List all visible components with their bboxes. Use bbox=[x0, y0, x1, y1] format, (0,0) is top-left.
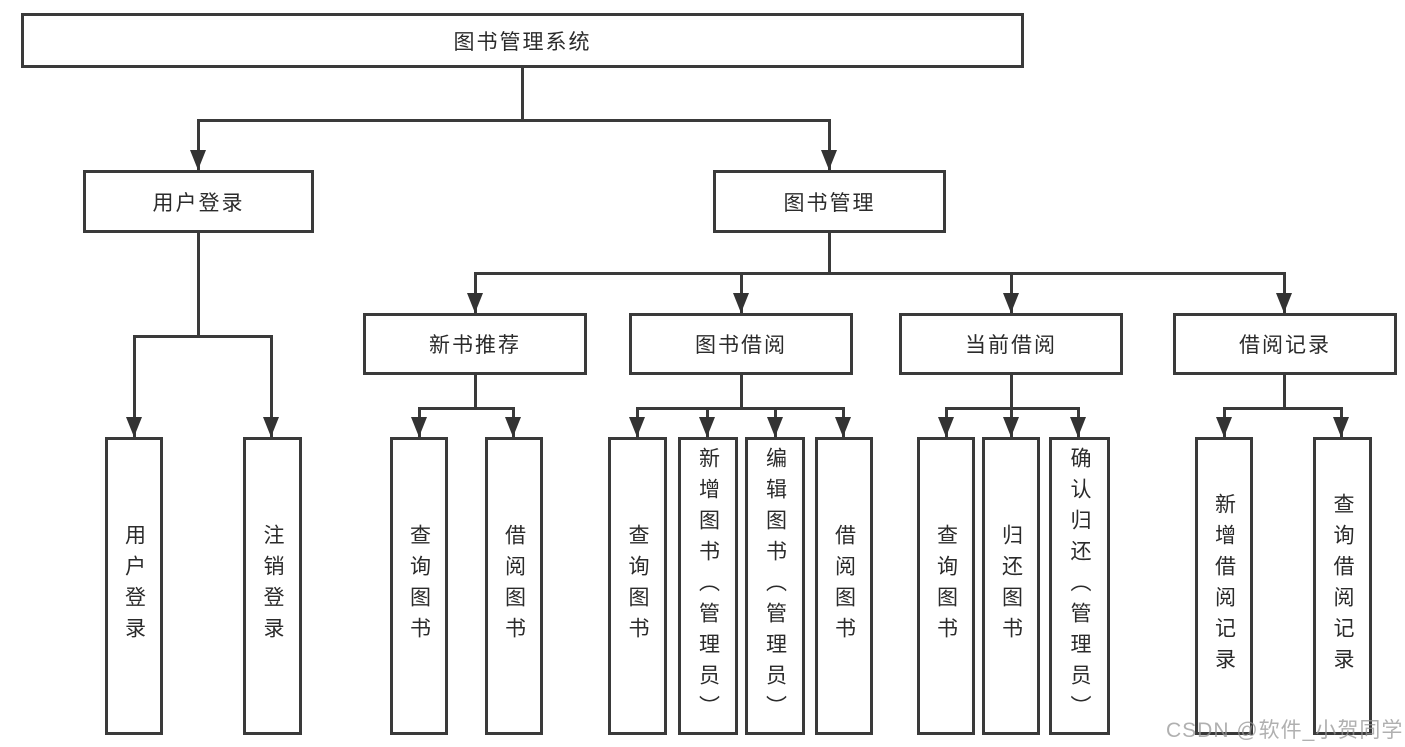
leaf-label: 新增图书（管理员） bbox=[696, 446, 720, 726]
leaf-current-return-books: 归还图书 bbox=[982, 437, 1040, 735]
connector-line bbox=[474, 272, 477, 313]
leaf-label: 确认归还（管理员） bbox=[1068, 446, 1091, 726]
arrowhead-down-icon bbox=[699, 417, 715, 437]
connector-line bbox=[270, 335, 273, 437]
arrowhead-down-icon bbox=[821, 150, 837, 170]
connector-line bbox=[636, 407, 844, 410]
leaf-current-confirm-return-admin: 确认归还（管理员） bbox=[1049, 437, 1110, 735]
leaf-records-query-record: 查询借阅记录 bbox=[1313, 437, 1372, 735]
csdn-watermark: CSDN @软件_小贺同学 bbox=[1166, 719, 1404, 742]
leaf-label: 查询图书 bbox=[626, 524, 649, 648]
connector-line bbox=[1010, 375, 1013, 407]
node-book-management: 图书管理 bbox=[713, 170, 946, 233]
leaf-borrowing-borrow-books: 借阅图书 bbox=[815, 437, 873, 735]
node-user-login: 用户登录 bbox=[83, 170, 314, 233]
arrowhead-down-icon bbox=[629, 417, 645, 437]
arrowhead-down-icon bbox=[411, 417, 427, 437]
connector-line bbox=[740, 272, 743, 313]
leaf-newbooks-query-books: 查询图书 bbox=[390, 437, 448, 735]
node-book-borrowing: 图书借阅 bbox=[629, 313, 853, 375]
connector-line bbox=[474, 375, 477, 407]
leaf-label: 注销登录 bbox=[261, 524, 284, 648]
connector-line bbox=[133, 335, 273, 338]
leaf-label: 借阅图书 bbox=[502, 524, 526, 648]
arrowhead-down-icon bbox=[505, 417, 521, 437]
connector-line bbox=[197, 119, 200, 170]
leaf-logout: 注销登录 bbox=[243, 437, 302, 735]
node-borrowing-records: 借阅记录 bbox=[1173, 313, 1397, 375]
connector-line bbox=[197, 233, 200, 335]
arrowhead-down-icon bbox=[767, 417, 783, 437]
arrowhead-down-icon bbox=[1003, 293, 1019, 313]
arrowhead-down-icon bbox=[1003, 417, 1019, 437]
leaf-user-login: 用户登录 bbox=[105, 437, 163, 735]
leaf-label: 编辑图书（管理员） bbox=[763, 446, 787, 726]
leaf-borrowing-edit-books-admin: 编辑图书（管理员） bbox=[745, 437, 805, 735]
arrowhead-down-icon bbox=[263, 417, 279, 437]
leaf-borrowing-add-books-admin: 新增图书（管理员） bbox=[678, 437, 738, 735]
leaf-label: 查询借阅记录 bbox=[1331, 493, 1354, 679]
node-new-book-recommend: 新书推荐 bbox=[363, 313, 587, 375]
node-current-borrowing: 当前借阅 bbox=[899, 313, 1123, 375]
leaf-newbooks-borrow-books: 借阅图书 bbox=[485, 437, 543, 735]
connector-line bbox=[133, 335, 136, 437]
connector-line bbox=[521, 68, 524, 119]
leaf-borrowing-query-books: 查询图书 bbox=[608, 437, 667, 735]
arrowhead-down-icon bbox=[835, 417, 851, 437]
leaf-records-add-record: 新增借阅记录 bbox=[1195, 437, 1253, 735]
connector-line bbox=[828, 119, 831, 170]
arrowhead-down-icon bbox=[1216, 417, 1232, 437]
leaf-label: 查询图书 bbox=[407, 524, 431, 648]
arrowhead-down-icon bbox=[1070, 417, 1086, 437]
arrowhead-down-icon bbox=[126, 417, 142, 437]
leaf-label: 借阅图书 bbox=[832, 524, 856, 648]
connector-line bbox=[1283, 272, 1286, 313]
connector-line bbox=[1010, 272, 1013, 313]
connector-line bbox=[828, 233, 831, 272]
leaf-current-query-books: 查询图书 bbox=[917, 437, 975, 735]
leaf-label: 归还图书 bbox=[999, 524, 1023, 648]
leaf-label: 用户登录 bbox=[122, 524, 146, 648]
arrowhead-down-icon bbox=[190, 150, 206, 170]
connector-line bbox=[1223, 407, 1342, 410]
leaf-label: 新增借阅记录 bbox=[1212, 493, 1236, 679]
arrowhead-down-icon bbox=[733, 293, 749, 313]
arrowhead-down-icon bbox=[1276, 293, 1292, 313]
connector-line bbox=[197, 119, 830, 122]
node-root-library-system: 图书管理系统 bbox=[21, 13, 1024, 68]
arrowhead-down-icon bbox=[938, 417, 954, 437]
connector-line bbox=[1283, 375, 1286, 407]
connector-line bbox=[740, 375, 743, 407]
arrowhead-down-icon bbox=[1333, 417, 1349, 437]
leaf-label: 查询图书 bbox=[934, 524, 958, 648]
arrowhead-down-icon bbox=[467, 293, 483, 313]
connector-line bbox=[418, 407, 514, 410]
connector-line bbox=[474, 272, 1285, 275]
